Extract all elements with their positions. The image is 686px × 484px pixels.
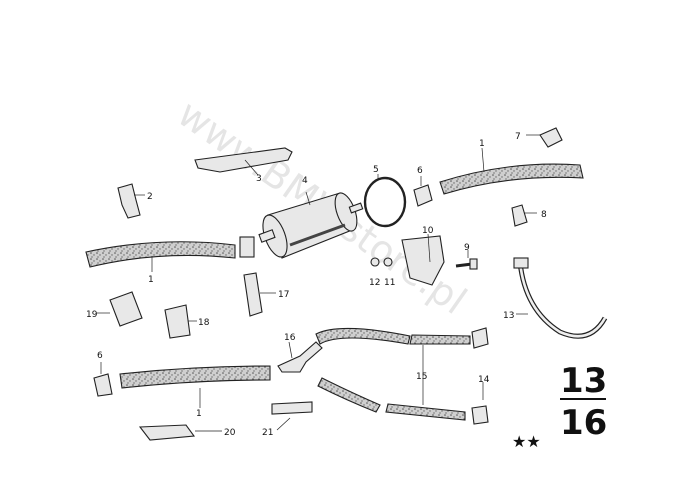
callout-9: 9	[464, 243, 470, 253]
part-2-bracket	[117, 183, 145, 219]
callout-1-top: 1	[479, 139, 485, 149]
callout-1-left: 1	[148, 275, 154, 285]
callout-19: 19	[86, 310, 98, 320]
callout-13: 13	[503, 311, 514, 321]
callout-14: 14	[478, 375, 490, 385]
part-5-clamp-ring	[363, 174, 407, 228]
callout-18: 18	[198, 318, 210, 328]
part-4-fuel-filter	[258, 191, 364, 259]
callout-15: 15	[416, 372, 427, 382]
part-11-12-nut-washer	[370, 257, 393, 267]
part-3-strip	[194, 147, 293, 176]
y-branch-hose-upper	[315, 327, 471, 345]
part-20-clip	[138, 424, 222, 441]
callout-4: 4	[302, 176, 308, 186]
part-19-bracket	[97, 291, 143, 327]
callout-8: 8	[541, 210, 547, 220]
callout-2: 2	[147, 192, 153, 202]
stars-mark: ★★	[512, 432, 541, 451]
callout-21: 21	[262, 428, 273, 438]
callout-12: 12	[369, 278, 380, 288]
part-8-bracket	[511, 204, 537, 227]
callout-1-bottom: 1	[196, 409, 202, 419]
part-9-bolt	[455, 250, 478, 270]
callout-20: 20	[224, 428, 236, 438]
part-13-strap	[513, 257, 608, 339]
callout-3: 3	[256, 174, 262, 184]
callout-16: 16	[284, 333, 296, 343]
part-18-bracket	[164, 304, 197, 339]
part-6-clip-bottom	[93, 362, 113, 397]
part-7-clip	[526, 127, 563, 148]
part-17-clip	[243, 272, 276, 317]
callout-7: 7	[515, 132, 521, 142]
part-14-clamps	[471, 327, 489, 425]
callout-6-bottom: 6	[97, 351, 103, 361]
callout-11: 11	[384, 278, 395, 288]
part-21-connector	[271, 401, 313, 431]
group-number: 13 16	[560, 361, 607, 443]
group-number-bottom: 16	[560, 403, 607, 443]
callout-17: 17	[278, 290, 289, 300]
callout-6-top: 6	[417, 166, 423, 176]
group-number-top: 13	[560, 361, 607, 401]
part-6-clip-top	[413, 176, 433, 207]
part-10-heat-shield	[401, 233, 445, 286]
callout-5: 5	[373, 165, 379, 175]
callout-10: 10	[422, 226, 434, 236]
y-branch-hose-lower	[317, 377, 466, 421]
hose-clamp-left	[239, 236, 255, 258]
part-1-hose-top	[439, 147, 584, 195]
part-16-y-connector	[277, 341, 323, 373]
part-1-hose-left	[85, 241, 236, 272]
part-1-hose-bottom	[119, 365, 271, 408]
